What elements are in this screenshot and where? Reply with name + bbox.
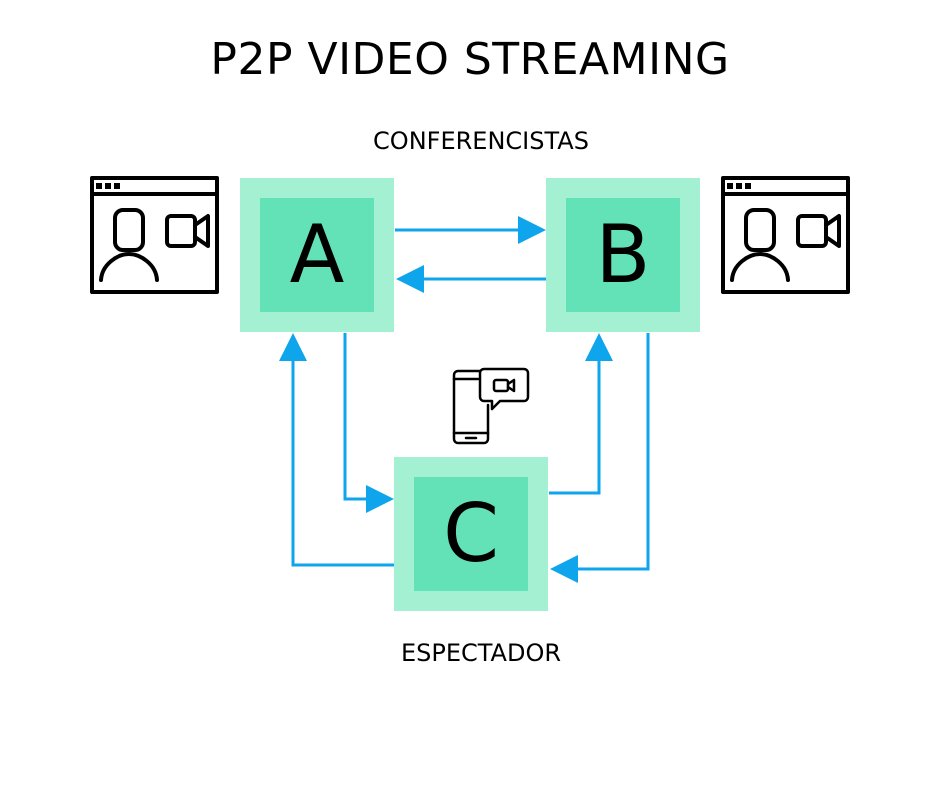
mobile-video-chat-icon xyxy=(452,367,530,445)
edge-b-to-c-head xyxy=(550,555,578,583)
node-c-label: C xyxy=(443,487,499,580)
node-b-inner: B xyxy=(566,198,680,312)
node-b-label: B xyxy=(595,208,651,301)
viewer-label: ESPECTADOR xyxy=(400,639,562,667)
diagram-title: P2P VIDEO STREAMING xyxy=(210,34,730,85)
edge-c-to-a xyxy=(291,360,394,567)
video-call-window-icon xyxy=(721,176,850,294)
node-a: A xyxy=(240,178,394,332)
edge-c-to-a-head xyxy=(279,333,307,361)
presenters-label: CONFERENCISTAS xyxy=(373,127,589,155)
edge-a-to-c-head xyxy=(366,485,394,513)
edge-c-to-b xyxy=(549,360,601,495)
node-c-inner: C xyxy=(414,477,528,591)
edge-a-to-b-head xyxy=(518,216,546,244)
node-b: B xyxy=(546,178,700,332)
node-a-label: A xyxy=(289,208,345,301)
edge-b-to-c xyxy=(576,333,650,571)
edge-c-to-b-head xyxy=(585,333,613,361)
edge-b-to-a-head xyxy=(396,265,424,293)
node-a-inner: A xyxy=(260,198,374,312)
video-call-window-icon xyxy=(90,176,219,294)
node-c: C xyxy=(394,457,548,611)
edge-a-to-c xyxy=(343,333,368,501)
